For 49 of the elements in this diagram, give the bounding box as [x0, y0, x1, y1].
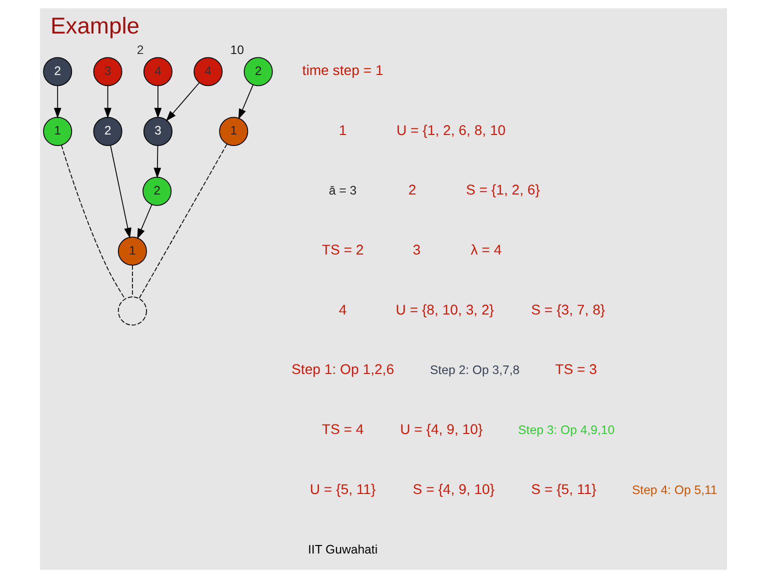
label: Step 1: Op 1,2,6 [292, 361, 394, 378]
connector [138, 144, 228, 299]
arrow [238, 84, 254, 120]
label: IIT Guwahati [308, 542, 378, 557]
label: 1 [338, 122, 347, 138]
node-circle: 4 [194, 57, 223, 86]
node-circle: 2 [43, 57, 72, 86]
label: U = {4, 9, 10} [400, 421, 483, 438]
connector [61, 144, 126, 300]
node-circle: 1 [118, 236, 147, 266]
label: TS = 3 [555, 361, 597, 378]
arrow [110, 144, 132, 238]
node-circle: 1 [43, 116, 72, 146]
arrow [54, 86, 62, 118]
node-circle: 2 [244, 57, 273, 86]
node-label: 2 [136, 43, 144, 58]
label: U = {5, 11} [310, 480, 376, 497]
arrow [166, 82, 200, 122]
arrow [154, 86, 162, 118]
label: 4 [338, 301, 347, 318]
label: S = {3, 7, 8} [531, 301, 606, 318]
node-circle: 2 [142, 176, 172, 206]
node-circle: 3 [93, 57, 122, 86]
arrow [154, 145, 162, 178]
diagram-title: Example [50, 12, 140, 39]
label: Step 3: Op 4,9,10 [518, 422, 615, 437]
node-circle: 2 [93, 116, 122, 146]
node-circle: 4 [143, 57, 172, 86]
label: TS = 4 [322, 421, 364, 438]
arrow [137, 204, 152, 240]
label: S = {1, 2, 6} [466, 182, 540, 198]
label: Step 2: Op 3,7,8 [430, 363, 520, 378]
label: 3 [412, 241, 421, 258]
label: TS = 2 [322, 241, 364, 258]
label: 2 [408, 182, 416, 198]
label: S = {4, 9, 10} [412, 480, 495, 497]
connector [132, 265, 133, 298]
node-circle [118, 296, 147, 326]
label: ā = 3 [328, 184, 357, 198]
node-circle: 1 [219, 116, 248, 146]
label: λ = 4 [470, 241, 502, 258]
label: Step 4: Op 5,11 [632, 482, 718, 497]
node-circle: 3 [143, 116, 172, 146]
label: U = {8, 10, 3, 2} [396, 301, 494, 318]
label: S = {5, 11} [531, 480, 596, 497]
arrow [104, 86, 112, 118]
label: U = {1, 2, 6, 8, 10 [396, 122, 506, 138]
node-label: 10 [230, 43, 244, 58]
label: time step = 1 [302, 62, 384, 78]
